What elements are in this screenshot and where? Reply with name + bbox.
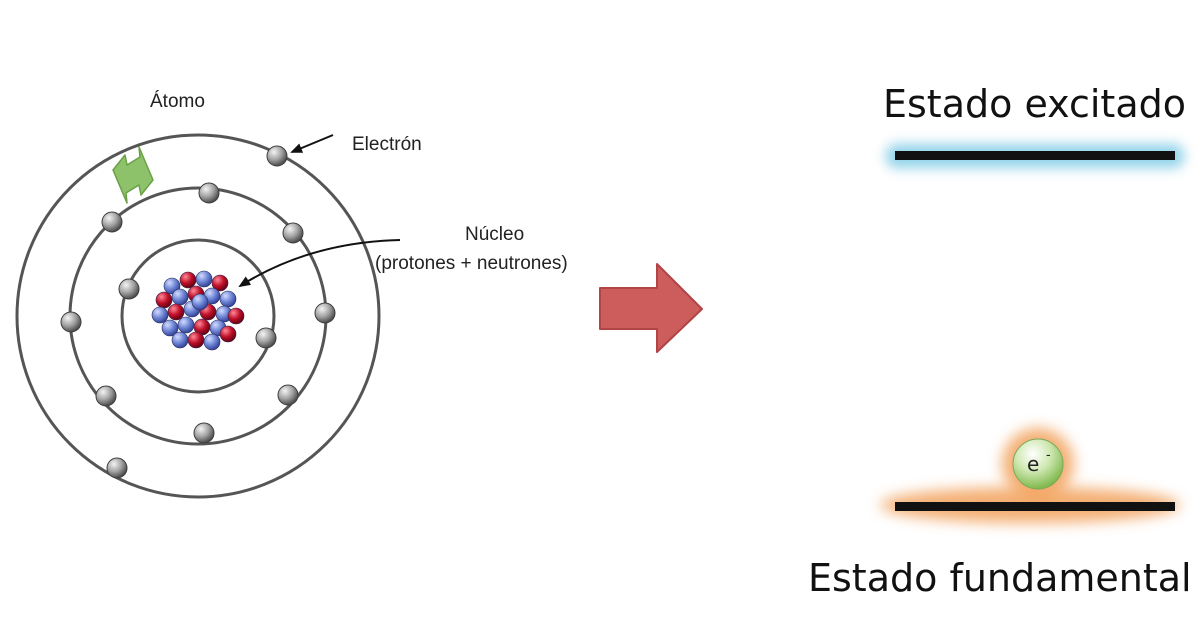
proton [219,325,237,343]
electron [314,302,336,324]
proton [187,331,205,349]
neutron [195,270,213,288]
electron [266,145,288,167]
neutron [171,288,189,306]
excited-state-label: Estado excitado [883,82,1186,126]
proton [211,274,229,292]
proton [167,303,185,321]
right-arrow-icon [599,263,703,353]
outer-orbit [15,133,381,499]
double-arrow-icon [112,146,154,204]
nucleus-label: Núcleo [465,224,524,245]
excited-level-line [895,151,1175,160]
electron [255,327,277,349]
electron-ball [1012,438,1064,490]
electrons [60,145,336,479]
atom-title: Átomo [150,91,205,112]
energy-levels: Estado excitado e - Estado fundamental [808,82,1192,600]
neutron [177,316,195,334]
proton [179,271,197,289]
electron [282,222,304,244]
neutron [203,333,221,351]
electron [193,422,215,444]
nucleus [151,270,245,351]
electron [277,384,299,406]
neutron [161,319,179,337]
neutron [219,290,237,308]
electron [198,182,220,204]
electron [95,385,117,407]
neutron [151,306,169,324]
electron [60,311,82,333]
neutron [171,331,189,349]
electron-label: Electrón [352,134,422,155]
electron [106,457,128,479]
inner-orbit [120,238,276,394]
pointer-arrow-icon [290,134,334,153]
ground-level-line [895,502,1175,511]
electron [101,211,123,233]
electron [118,278,140,300]
nucleus-detail-label: (protones + neutrones) [375,253,568,274]
proton [227,307,245,325]
electron-symbol: e [1027,452,1039,476]
pointer-arrow-icon [238,239,401,288]
proton [155,291,173,309]
neutron [191,293,209,311]
electron-charge: - [1046,448,1051,463]
atom-model: Átomo Electrón Núcleo (protones + neutro… [15,91,568,499]
ground-state-label: Estado fundamental [808,556,1192,600]
